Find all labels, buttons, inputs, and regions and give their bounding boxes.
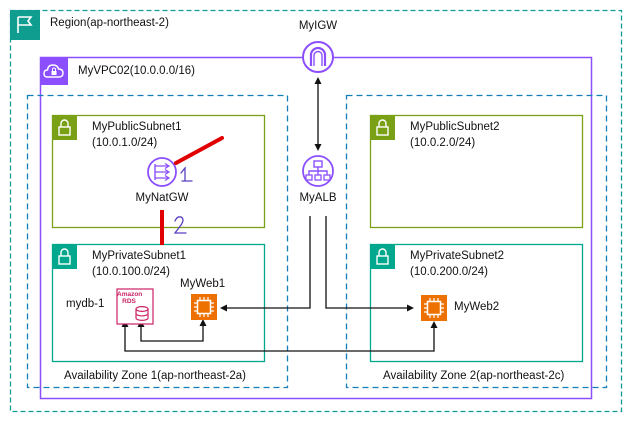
public-subnet-2-name: MyPublicSubnet2: [410, 121, 500, 133]
region-label: Region(ap-northeast-2): [50, 17, 169, 29]
availability-zone-1: [26, 94, 289, 389]
public-subnet-2-lock-icon: [370, 115, 395, 140]
rds-icon-text-line2: RDS: [122, 297, 136, 305]
alb-web1-connector: [220, 216, 311, 312]
private-subnet-2-name: MyPrivateSubnet2: [410, 250, 504, 262]
public-subnet-1-lock-icon: [52, 115, 77, 140]
public-subnet-1: [51, 114, 266, 229]
private-subnet-1-lock-icon: [52, 244, 77, 269]
private-subnet-2-lock-icon: [370, 244, 395, 269]
load-balancer-icon: [302, 155, 334, 187]
availability-zone-2: [345, 94, 608, 389]
igw-alb-connector: [314, 77, 322, 151]
web2-label: MyWeb2: [454, 301, 500, 313]
rds-icon-text-line1: Amazon: [117, 291, 143, 298]
public-subnet-2: [369, 114, 584, 229]
web1-label: MyWeb1: [180, 278, 226, 290]
annotation-1-handwritten: [180, 166, 193, 182]
highlight-line-1: [174, 136, 224, 165]
nat-gateway-icon: [147, 157, 177, 187]
internet-gateway-icon: [302, 41, 334, 73]
private-subnet-1-name: MyPrivateSubnet1: [92, 250, 186, 262]
vpc-label: MyVPC02(10.0.0.0/16): [78, 65, 195, 77]
private-subnet-2: [369, 243, 584, 363]
az2-label: Availability Zone 2(ap-northeast-2c): [383, 370, 565, 382]
ec2-web2-icon: [421, 295, 447, 321]
ec2-web1-icon: [191, 294, 217, 320]
db-label: mydb-1: [66, 298, 105, 310]
private-subnet-1: [51, 243, 266, 363]
public-subnet-1-name: MyPublicSubnet1: [92, 121, 182, 133]
region-boundary: [9, 9, 623, 413]
public-subnet-1-cidr: (10.0.1.0/24): [92, 137, 158, 149]
db-web2-connector: [121, 320, 438, 352]
annotation-2-handwritten: [173, 216, 187, 234]
private-subnet-2-cidr: (10.0.200.0/24): [410, 266, 489, 278]
vpc-cloud-icon: [40, 57, 68, 85]
rds-database-icon: [116, 288, 154, 325]
public-subnet-2-cidr: (10.0.2.0/24): [410, 137, 476, 149]
az1-label: Availability Zone 1(ap-northeast-2a): [64, 370, 246, 382]
alb-web2-connector: [325, 216, 414, 312]
igw-label: MyIGW: [298, 20, 338, 32]
alb-label: MyALB: [299, 192, 337, 204]
nat-gateway-label: MyNatGW: [135, 192, 189, 204]
private-subnet-1-cidr: (10.0.100.0/24): [92, 266, 171, 278]
region-flag-icon: [10, 10, 40, 40]
